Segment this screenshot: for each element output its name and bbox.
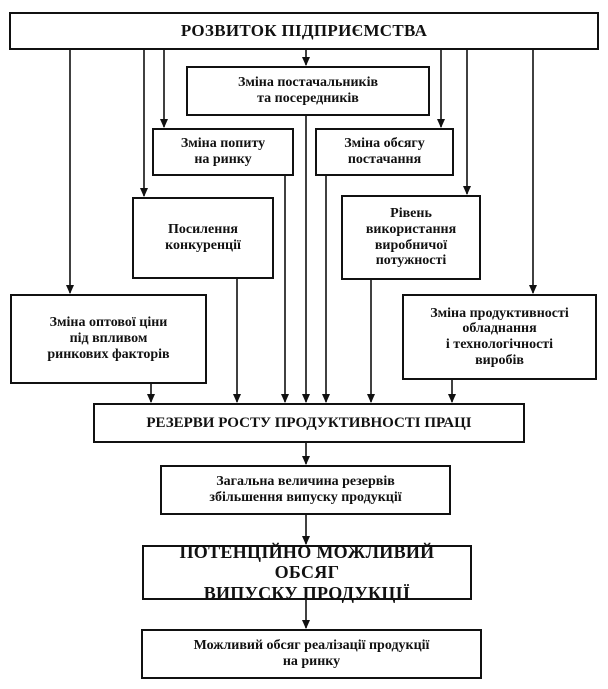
suppliers-change-box: Зміна постачальників та посередників — [186, 66, 430, 116]
labor-productivity-reserves-box: РЕЗЕРВИ РОСТУ ПРОДУКТИВНОСТІ ПРАЦІ — [93, 403, 525, 443]
capacity-utilization-box: Рівень використання виробничої потужност… — [341, 195, 481, 280]
potential-output-box: ПОТЕНЦІЙНО МОЖЛИВИЙ ОБСЯГ ВИПУСКУ ПРОДУК… — [142, 542, 472, 603]
equipment-productivity-box: Зміна продуктивності обладнання і технол… — [402, 294, 597, 380]
possible-sales-box: Можливий обсяг реалізації продукції на р… — [141, 629, 482, 679]
enterprise-development-box: РОЗВИТОК ПІДПРИЄМСТВА — [9, 12, 599, 50]
demand-change-box: Зміна попиту на ринку — [152, 128, 294, 176]
wholesale-price-box: Зміна оптової ціни під впливом ринкових … — [10, 294, 207, 384]
competition-box: Посилення конкуренції — [132, 197, 274, 279]
total-reserves-box: Загальна величина резервів збільшення ви… — [160, 465, 451, 515]
supply-volume-box: Зміна обсягу постачання — [315, 128, 454, 176]
